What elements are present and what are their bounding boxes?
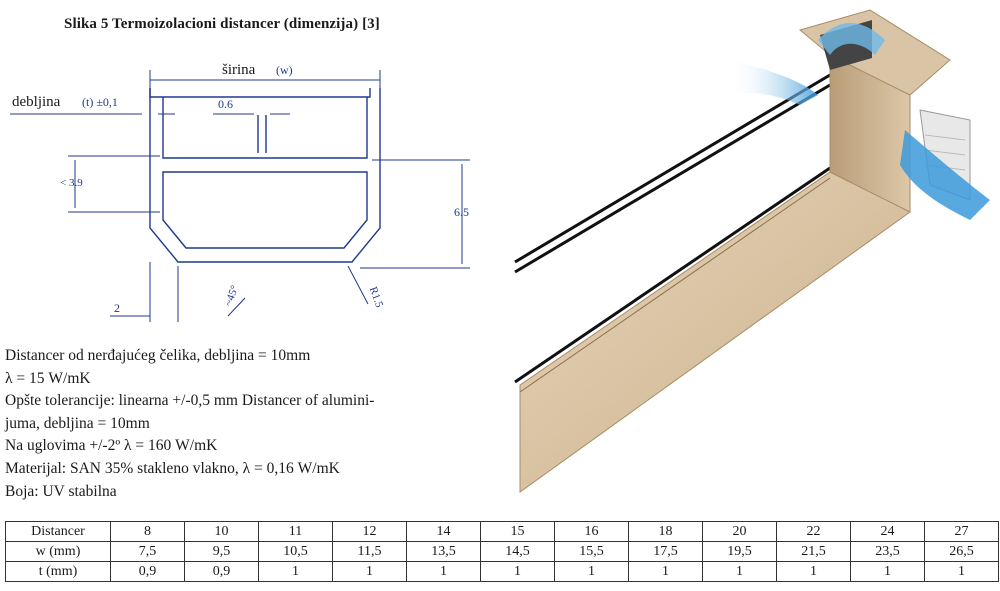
description-line: Na uglovima +/-2º λ = 160 W/mK [5,437,218,455]
dim-radius: R1.5 [367,285,386,309]
air-flow-up [818,23,885,55]
table-cell: 12 [332,521,407,542]
table-cell: 20 [702,521,777,542]
dim-2: 2 [114,301,120,315]
dim-3-9: < 3.9 [60,177,83,189]
width-label: širina [222,62,256,78]
dim-angle: ~45° [223,284,242,308]
table-cell: 15,5 [554,541,629,562]
table-cell: 1 [480,561,555,582]
table-cell: 22 [776,521,851,542]
description-line: Distancer od nerđajućeg čelika, debljina… [5,347,311,364]
table-cell: 11 [258,521,333,542]
table-cell: 15 [480,521,555,542]
table-cell: 1 [628,561,703,582]
table-cell: 1 [702,561,777,582]
description-block: Distancer od nerđajućeg čelika, debljina… [5,345,500,503]
table-cell: 8 [110,521,185,542]
width-symbol: (w) [276,63,293,77]
row-header: w (mm) [5,541,111,562]
description-line: Materijal: SAN 35% stakleno vlakno, λ = … [5,459,340,477]
table-cell: 19,5 [702,541,777,562]
frame-bottom-rail [519,171,911,493]
row-header: t (mm) [5,561,111,582]
profile-inner [162,171,368,249]
table-cell: 14,5 [480,541,555,562]
table-cell: 11,5 [332,541,407,562]
table-cell: 27 [924,521,999,542]
air-flow-out [900,130,990,220]
table-cell: 0,9 [184,561,259,582]
table-cell: 13,5 [406,541,481,562]
dim-6-5: 6.5 [454,205,469,219]
dim-0-6: 0.6 [218,97,233,111]
table-cell: 14 [406,521,481,542]
description-line: Boja: UV stabilna [5,482,117,500]
table-cell: 1 [554,561,629,582]
air-flow-in [730,60,818,105]
table-cell: 1 [406,561,481,582]
profile-outer [149,88,381,263]
table-cell: 1 [332,561,407,582]
thickness-label: debljina [12,94,61,110]
table-cell: 7,5 [110,541,185,562]
thickness-note: (t) ±0,1 [82,95,118,109]
table-cell: 10 [184,521,259,542]
table-cell: 9,5 [184,541,259,562]
table-cell: 24 [850,521,925,542]
table-cell: 26,5 [924,541,999,562]
glass-panes [514,73,831,384]
table-cell: 1 [850,561,925,582]
figure-title: Slika 5 Termoizolacioni distancer (dimen… [64,16,380,32]
table-cell: 1 [776,561,851,582]
table-cell: 18 [628,521,703,542]
description-line: juma, debljina = 10mm [5,414,150,432]
table-cell: 0,9 [110,561,185,582]
table-cell: 1 [924,561,999,582]
description-line: Opšte tolerancije: linearna +/-0,5 mm Di… [5,392,375,410]
spacer-profile-drawing: širina (w) debljina (t) ±0,1 0.6 < 3.9 6… [10,62,470,322]
description-line: λ = 15 W/mK [5,369,91,387]
table-cell: 10,5 [258,541,333,562]
table-cell: 23,5 [850,541,925,562]
table-cell: 21,5 [776,541,851,562]
table-cell: 1 [258,561,333,582]
row-header: Distancer [5,521,111,542]
table-cell: 17,5 [628,541,703,562]
window-frame-illustration [514,9,990,493]
table-cell: 16 [554,521,629,542]
